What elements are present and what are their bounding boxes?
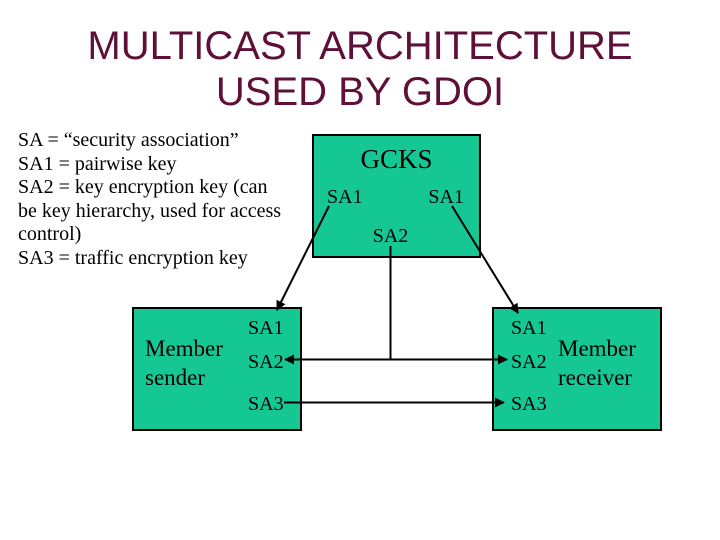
receiver-sa3-label: SA3 — [511, 393, 547, 415]
gcks-sa1-right-label: SA1 — [428, 186, 464, 208]
member-sender-box: Member sender SA1 SA2 SA3 — [132, 307, 302, 431]
receiver-sa1-label: SA1 — [511, 317, 547, 339]
sender-sa2-label: SA2 — [248, 351, 284, 373]
gcks-box: GCKS SA1 SA1 SA2 — [312, 134, 481, 258]
gcks-sa2-label: SA2 — [372, 225, 409, 247]
gcks-label: GCKS — [360, 144, 433, 174]
member-sender-label: Member sender — [145, 336, 223, 390]
member-receiver-label: Member receiver — [558, 336, 636, 390]
sender-sa3-label: SA3 — [248, 393, 284, 415]
receiver-sa2-label: SA2 — [511, 351, 547, 373]
member-receiver-box: SA1 SA2 SA3 Member receiver — [492, 307, 662, 431]
sender-sa1-label: SA1 — [248, 317, 284, 339]
sa-legend: SA = “security association” SA1 = pairwi… — [18, 129, 282, 269]
slide-title: MULTICAST ARCHITECTURE USED BY GDOI — [87, 24, 633, 114]
gcks-sa1-left-label: SA1 — [327, 186, 363, 208]
